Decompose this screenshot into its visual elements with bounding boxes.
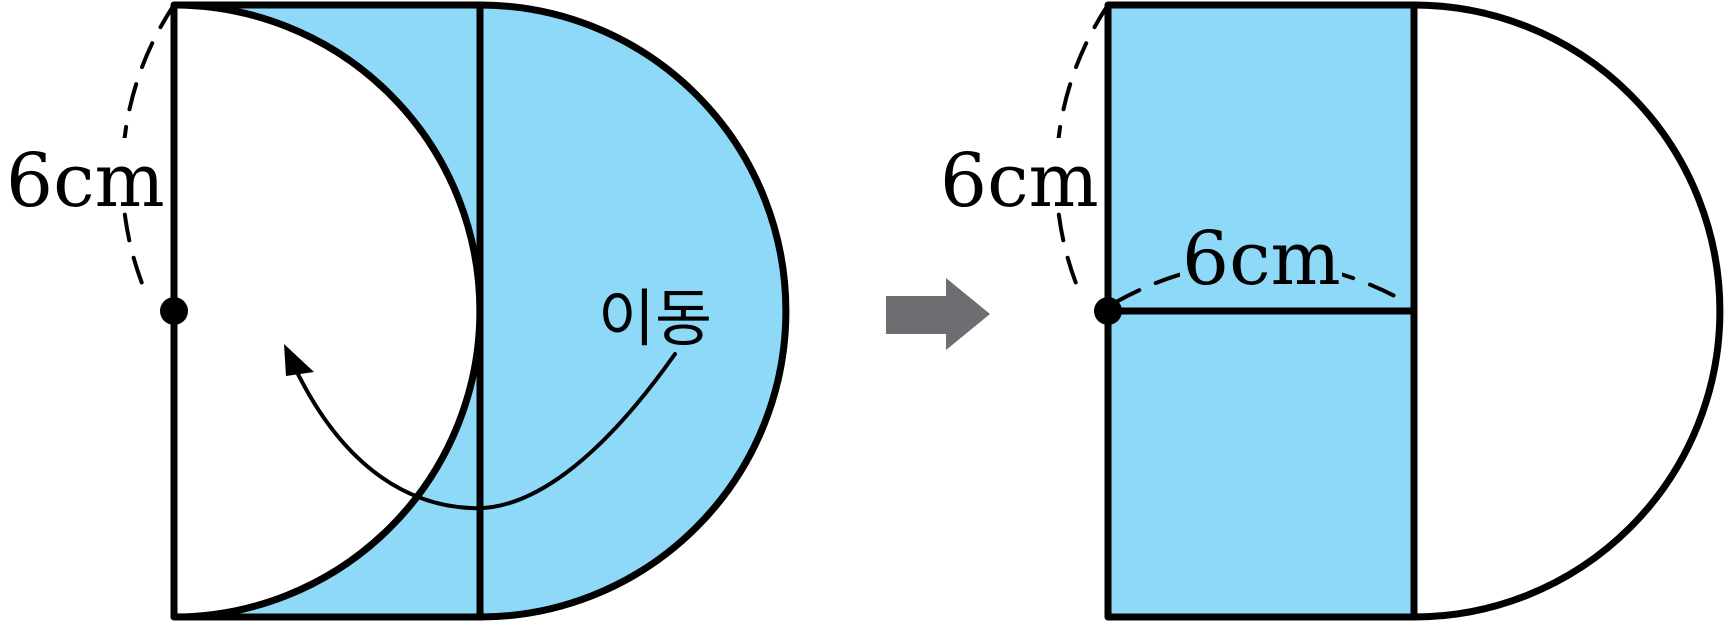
move-arrow-path bbox=[294, 352, 677, 511]
right-figure: 6cm 6cm bbox=[940, 1, 1724, 621]
left-outer-semicircle bbox=[479, 1, 790, 621]
left-label-background bbox=[6, 138, 166, 212]
transform-arrow bbox=[886, 278, 990, 350]
left-figure: 6cm 이동 bbox=[6, 1, 790, 621]
move-arrow-head bbox=[284, 344, 314, 376]
left-radius-label: 6cm bbox=[6, 138, 165, 224]
right-arrow-icon bbox=[886, 278, 990, 350]
right-label-background bbox=[940, 138, 1100, 212]
move-label: 이동 bbox=[598, 282, 712, 355]
right-width-label: 6cm bbox=[1182, 216, 1341, 302]
right-radius-label: 6cm bbox=[940, 138, 1099, 224]
right-center-point bbox=[1094, 297, 1122, 325]
left-center-point bbox=[160, 297, 188, 325]
width-label-background bbox=[1180, 226, 1342, 288]
left-inner-semicircle bbox=[173, 1, 484, 621]
right-outer-semicircle bbox=[1413, 1, 1724, 621]
